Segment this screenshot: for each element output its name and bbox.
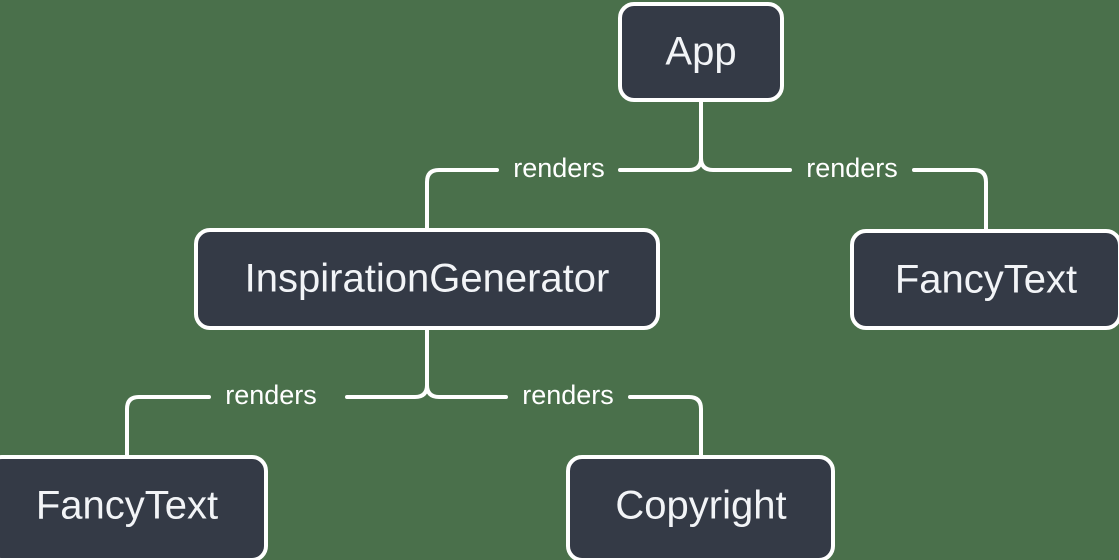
node-label: InspirationGenerator — [245, 257, 610, 301]
node-label: Copyright — [615, 484, 786, 528]
node-fancytext-right[interactable]: FancyText — [850, 229, 1119, 330]
node-label: FancyText — [895, 258, 1077, 302]
edge-path — [912, 168, 988, 233]
edge-label-renders: renders — [806, 153, 898, 183]
edge-label-renders: renders — [522, 380, 614, 410]
node-fancytext-bottom-left[interactable]: FancyText — [0, 455, 268, 560]
node-box[interactable] — [0, 455, 268, 560]
edge-path — [628, 395, 703, 459]
node-box[interactable] — [566, 455, 835, 560]
edge-path — [425, 168, 499, 232]
node-inspiration-generator[interactable]: InspirationGenerator — [194, 228, 660, 330]
edge-path — [125, 395, 211, 459]
edge-label-renders: renders — [225, 380, 317, 410]
node-label: App — [665, 30, 736, 74]
edge-app-to-fancytext-right: renders — [699, 98, 988, 233]
node-copyright[interactable]: Copyright — [566, 455, 835, 560]
node-app[interactable]: App — [618, 2, 784, 102]
edge-inspiration-generator-to-copyright: renders — [425, 326, 703, 459]
edge-path — [699, 98, 792, 172]
edge-path — [425, 326, 508, 399]
node-box[interactable] — [194, 228, 660, 330]
node-box[interactable] — [850, 229, 1119, 330]
node-label: FancyText — [36, 484, 218, 528]
edge-path — [618, 98, 703, 172]
edge-inspiration-generator-to-fancytext: renders — [125, 326, 429, 459]
edge-label-renders: renders — [513, 153, 605, 183]
edge-path — [345, 326, 429, 399]
node-box[interactable] — [618, 2, 784, 102]
edge-app-to-inspiration-generator: renders — [425, 98, 703, 232]
